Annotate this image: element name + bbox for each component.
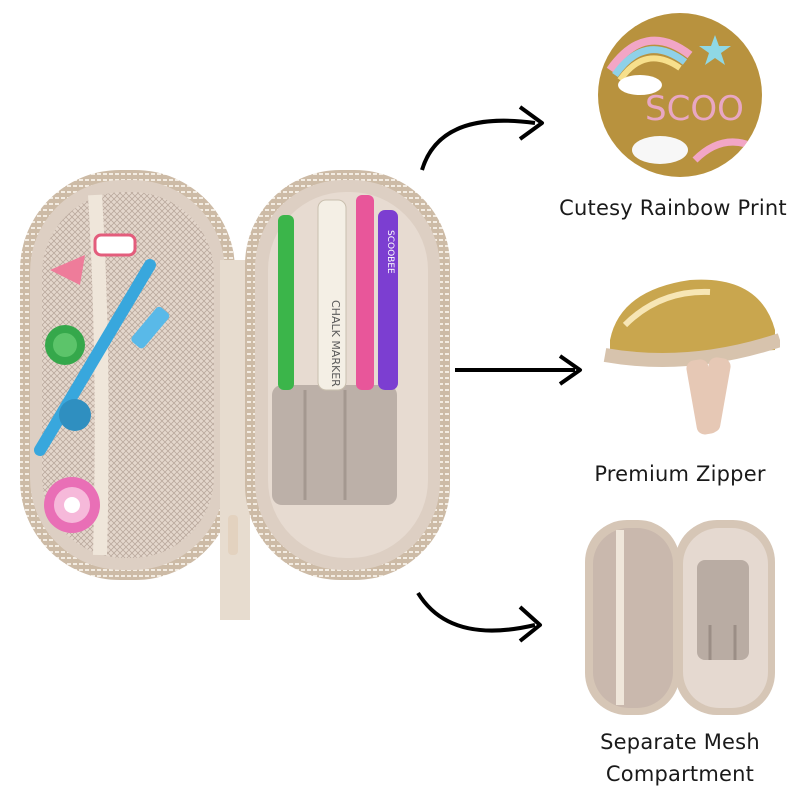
rainbow-print-label: Cutesy Rainbow Print — [559, 196, 787, 220]
rainbow-print-detail: SCOO — [598, 13, 762, 177]
arrow-to-zipper — [455, 354, 582, 386]
pen-pocket — [272, 385, 397, 505]
arrow-to-rainbow — [420, 105, 544, 171]
mesh-compartment-detail — [585, 520, 775, 715]
stationery-items — [34, 233, 170, 533]
mesh-label-line1: Separate Mesh — [600, 730, 760, 754]
chalk-marker-text: CHALK MARKER — [329, 300, 342, 387]
open-pencil-case-image: CHALK MARKER SCOOBEE — [20, 170, 450, 620]
zipper-detail — [603, 279, 780, 435]
zipper-label: Premium Zipper — [594, 462, 766, 486]
arrow-to-mesh — [416, 591, 542, 643]
zipper-pull — [228, 515, 238, 555]
right-case-half — [245, 170, 450, 580]
pens: CHALK MARKER SCOOBEE — [278, 195, 398, 391]
rainbow-logo-text: SCOO — [645, 89, 744, 129]
pen-brand-text: SCOOBEE — [385, 230, 395, 274]
mesh-label-line2: Compartment — [605, 762, 755, 786]
